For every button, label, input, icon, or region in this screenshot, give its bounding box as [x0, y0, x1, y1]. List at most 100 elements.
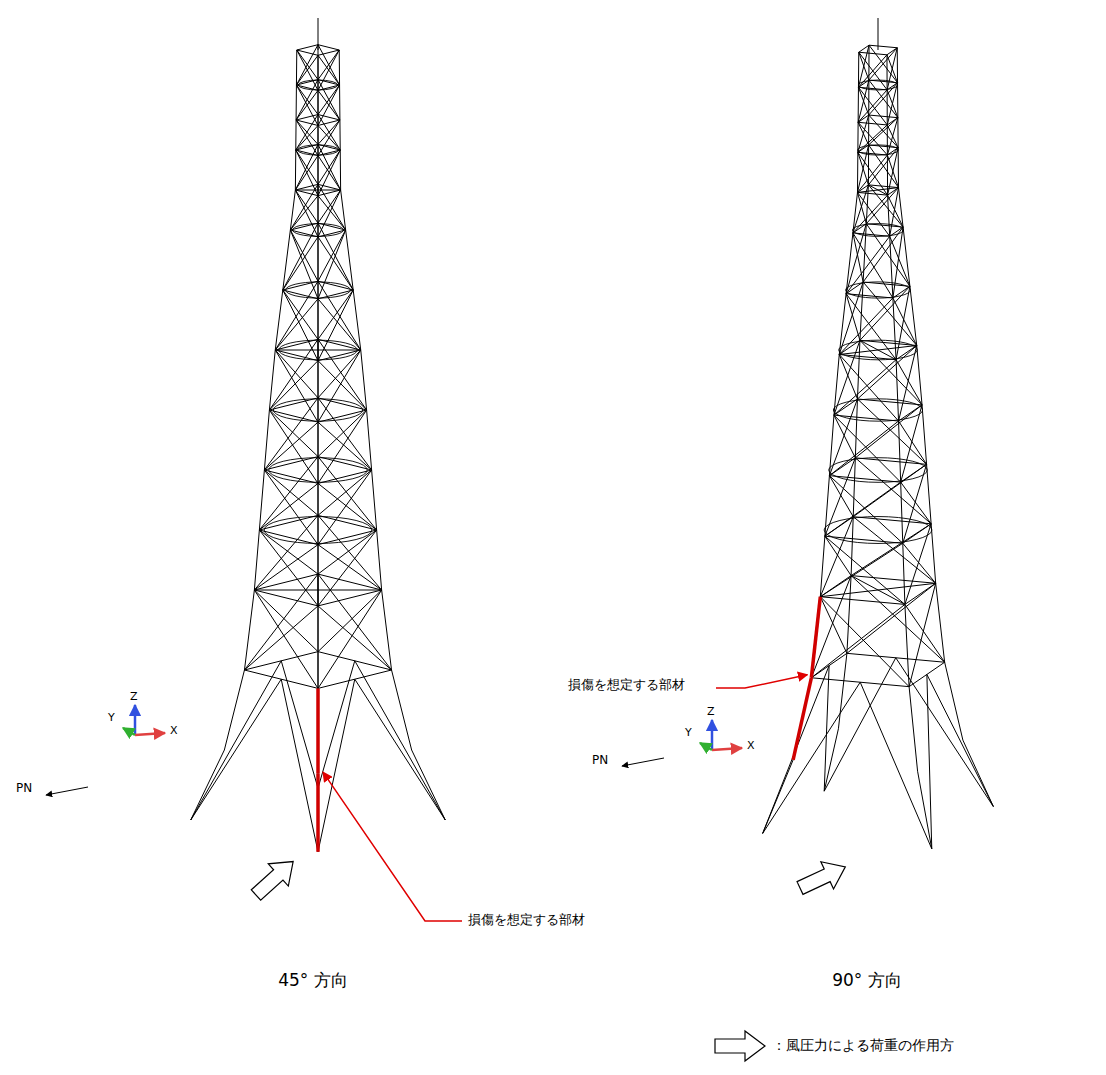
- tower-member: [927, 674, 993, 806]
- tower-member: [847, 576, 851, 654]
- tower-member: [318, 230, 346, 237]
- tower-member: [340, 150, 341, 190]
- tower-member: [318, 223, 346, 230]
- tower-member: [917, 345, 922, 404]
- tower-member: [853, 517, 935, 584]
- tower-member: [834, 415, 855, 458]
- tower-member: [254, 545, 318, 590]
- tower-member: [909, 687, 918, 772]
- tower-member: [259, 457, 318, 530]
- tower-member: [318, 144, 341, 190]
- tower-member: [887, 55, 898, 83]
- tower-member: [318, 515, 377, 530]
- tower-member: [905, 524, 931, 605]
- tower-member: [901, 482, 931, 524]
- tower-member: [318, 230, 346, 299]
- tower-member: [829, 415, 834, 476]
- tower-member: [318, 115, 340, 120]
- tower-member: [868, 185, 903, 227]
- tower-member: [318, 574, 319, 652]
- tower-member: [860, 340, 922, 405]
- tower-member: [318, 299, 361, 350]
- tower-member: [318, 125, 340, 150]
- tower-member: [869, 115, 898, 118]
- tower-member: [382, 590, 392, 670]
- callout-label: 損傷を想定する部材: [568, 677, 685, 693]
- tower-member: [318, 361, 367, 410]
- damaged-member: [811, 597, 820, 678]
- wind-load-arrow: [794, 853, 852, 901]
- tower-member: [863, 282, 917, 345]
- tower-member: [825, 482, 901, 536]
- tower-member: [839, 355, 898, 421]
- axis-arrow: [700, 743, 712, 750]
- damaged-member: [316, 773, 320, 851]
- tower-member: [853, 224, 866, 233]
- tower-member: [318, 398, 367, 410]
- tower-member: [283, 223, 318, 290]
- tower-member: [318, 50, 339, 90]
- tower-member: [318, 339, 319, 398]
- tower-member: [318, 190, 341, 223]
- tower-member: [296, 80, 318, 120]
- tower-member: [858, 122, 887, 125]
- tower-member: [318, 350, 361, 361]
- tower-member: [412, 750, 446, 820]
- tower-member: [264, 470, 318, 515]
- tower-member: [318, 50, 339, 80]
- tower-member: [820, 536, 825, 597]
- tower-member: [296, 150, 318, 156]
- tower-member: [922, 405, 927, 464]
- tower-member: [297, 50, 318, 55]
- tower-member: [834, 355, 839, 416]
- damaged-member: [316, 688, 320, 773]
- tower-member: [824, 666, 829, 792]
- axis-label: Y: [108, 711, 115, 724]
- tower-member: [866, 224, 903, 227]
- tower-member: [318, 470, 372, 515]
- tower-member: [244, 652, 318, 670]
- leader-line: [716, 675, 807, 688]
- tower-member: [318, 457, 372, 470]
- tower-member: [361, 350, 367, 410]
- tower-member: [318, 281, 361, 350]
- tower-member: [318, 150, 340, 196]
- tower-member: [858, 52, 859, 87]
- tower-member: [318, 290, 353, 339]
- tower-member: [353, 290, 361, 350]
- tower-member: [855, 405, 922, 458]
- tower-member: [858, 87, 887, 125]
- tower-member: [825, 476, 830, 537]
- axis-arrow: [123, 728, 135, 735]
- axis-label: X: [170, 724, 178, 737]
- tower-member: [318, 530, 377, 574]
- tower-member: [318, 120, 340, 156]
- tower-member: [825, 536, 903, 543]
- tower-member: [339, 120, 340, 150]
- tower-member: [275, 350, 318, 398]
- tower-member: [244, 590, 254, 670]
- tower-member: [318, 590, 382, 652]
- tower-member: [295, 150, 296, 190]
- axis-arrow: [711, 720, 714, 750]
- tower-member: [295, 190, 340, 191]
- tower-member: [899, 421, 927, 464]
- tower-member: [853, 192, 858, 233]
- tower-member: [890, 227, 903, 236]
- axis-arrow: [134, 705, 137, 735]
- tower-member: [269, 410, 318, 422]
- tower-member: [318, 85, 340, 125]
- tower-member: [339, 50, 340, 85]
- tower-member: [866, 224, 910, 287]
- tower-member: [903, 543, 936, 583]
- tower-member: [887, 125, 898, 148]
- tower-member: [318, 18, 319, 50]
- tower-member: [377, 530, 382, 590]
- tower-member: [367, 410, 372, 470]
- tower-member: [318, 45, 339, 50]
- tower-member: [254, 530, 259, 590]
- tower-member: [318, 457, 377, 530]
- tower-member: [290, 223, 318, 230]
- tower-member: [283, 290, 318, 299]
- tower-member: [887, 118, 898, 125]
